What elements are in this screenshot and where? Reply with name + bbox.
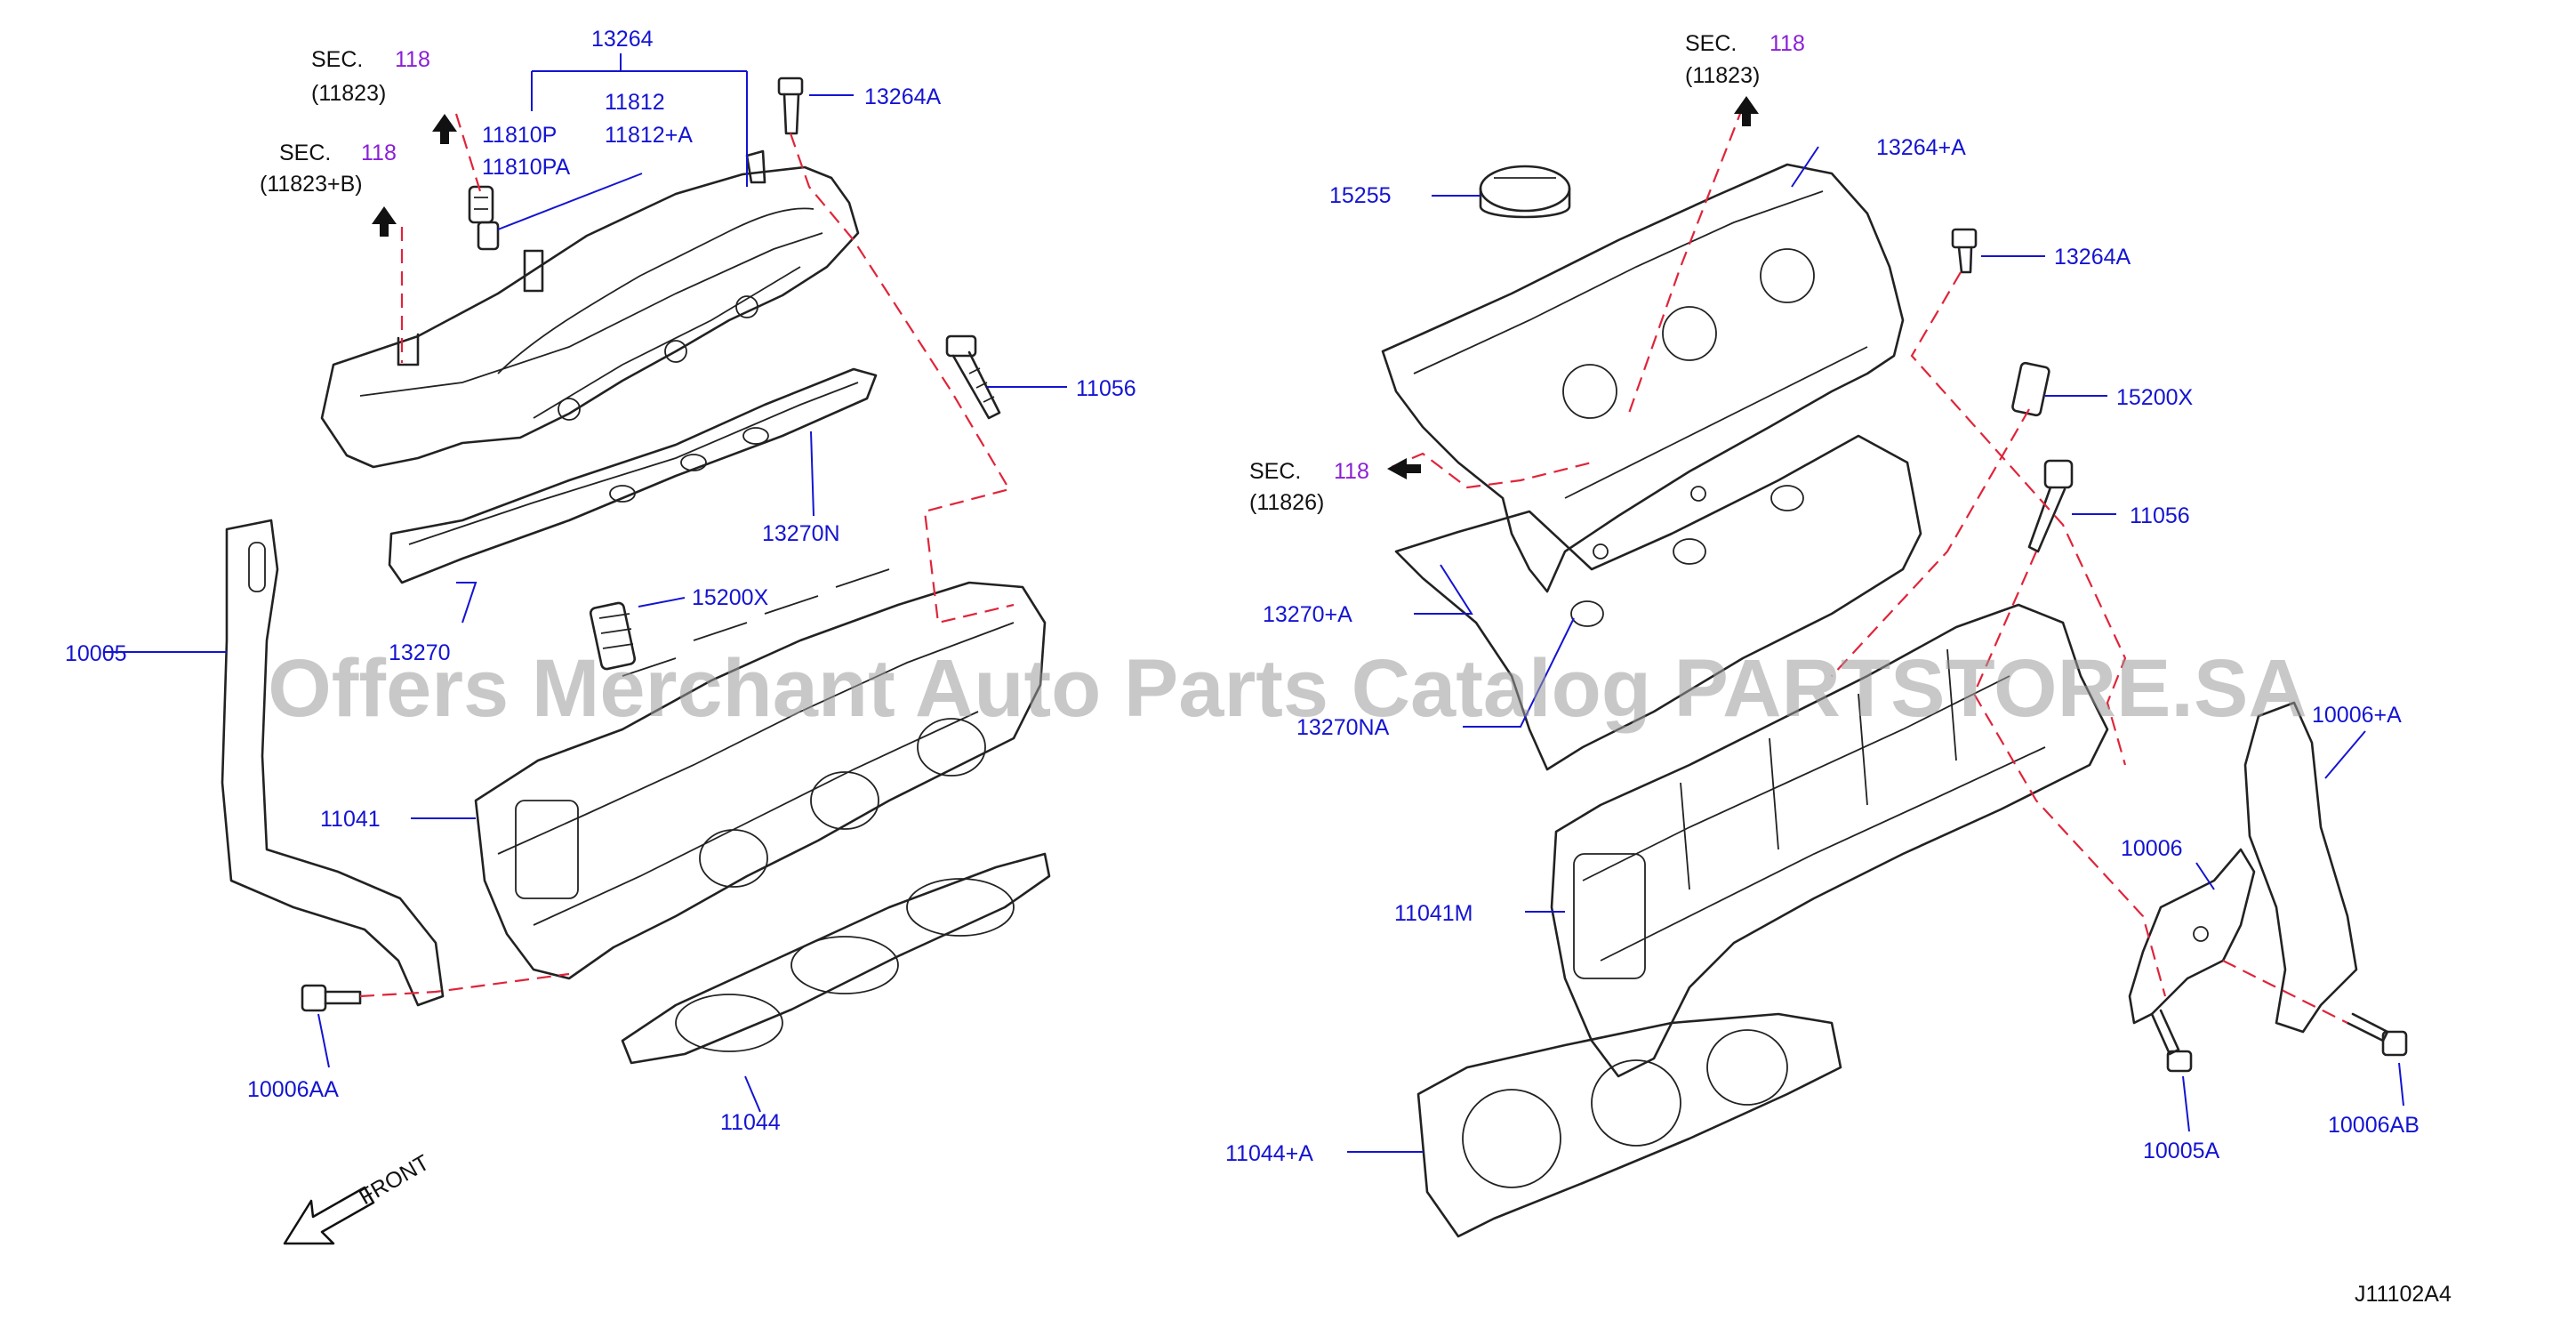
left-bracket-10005[interactable] (221, 519, 445, 1007)
right-head-gasket-11044a[interactable] (1416, 1012, 1842, 1238)
sec-arrow-icon (1734, 96, 1759, 126)
callout-10005a[interactable]: 10005A (2143, 1139, 2220, 1163)
right-bolt-10005a[interactable] (2150, 1009, 2193, 1073)
sec-ref: (11823) (1685, 63, 1760, 88)
callout-11810p[interactable]: 11810P (482, 123, 557, 148)
callout-13264a-right[interactable]: 13264A (2054, 245, 2131, 270)
diagram-code: J11102A4 (2355, 1282, 2452, 1307)
callout-11056[interactable]: 11056 (1076, 376, 1136, 401)
callout-15200x-right[interactable]: 15200X (2116, 385, 2194, 410)
left-bolt-10006aa[interactable] (301, 984, 362, 1012)
callout-11812[interactable]: 11812 (605, 90, 665, 115)
right-filter-15200x[interactable] (2011, 361, 2050, 417)
right-bolt-11056[interactable] (2027, 459, 2074, 553)
watermark: Offers Merchant Auto Parts Catalog PARTS… (268, 643, 2307, 734)
sec-arrow-icon (1387, 458, 1421, 479)
left-rocker-cover[interactable] (320, 149, 860, 469)
sec-prefix: SEC. (311, 47, 363, 72)
assembly-dash-lines (359, 106, 2348, 1024)
right-gasket-13270a[interactable] (1394, 434, 1922, 771)
left-cylinder-head-11041[interactable] (474, 568, 1047, 980)
right-rocker-cover[interactable] (1381, 163, 1905, 593)
callout-13264[interactable]: 13264 (591, 27, 654, 52)
sec-prefix: SEC. (1249, 459, 1301, 484)
callout-11041[interactable]: 11041 (320, 807, 381, 832)
right-bracket-10006[interactable] (2128, 848, 2256, 1025)
left-bolt-13264a[interactable] (777, 76, 804, 135)
left-gasket-13270n[interactable] (388, 367, 878, 584)
sec-ref-left-b[interactable]: SEC. 118 (11823+B) (260, 141, 397, 197)
callout-10006-a[interactable]: 10006+A (2312, 703, 2402, 728)
left-pcv-valve[interactable] (468, 185, 500, 251)
sec-ref: (11823) (311, 81, 386, 106)
sec-number: 118 (1769, 31, 1805, 56)
callout-13264a[interactable]: 13264A (864, 85, 942, 109)
right-bracket-10006a[interactable] (2243, 701, 2358, 1034)
sec-prefix: SEC. (1685, 31, 1737, 56)
callout-11810pa[interactable]: 11810PA (482, 155, 570, 180)
callout-15255[interactable]: 15255 (1329, 183, 1392, 208)
right-bolt-10006ab[interactable] (2346, 1012, 2408, 1057)
sec-ref-right-top[interactable]: SEC. 118 (11823) (1685, 31, 1805, 88)
callout-10006aa[interactable]: 10006AA (247, 1077, 339, 1102)
front-label: FRONT (355, 1150, 434, 1210)
callout-13270-a[interactable]: 13270+A (1263, 602, 1352, 627)
sec-number: 118 (361, 141, 397, 165)
sec-ref: (11826) (1249, 490, 1324, 515)
callout-13270na[interactable]: 13270NA (1296, 715, 1390, 740)
sec-ref: (11823+B) (260, 172, 363, 197)
callout-13270[interactable]: 13270 (389, 640, 451, 665)
callout-10005[interactable]: 10005 (65, 641, 127, 666)
front-arrow-icon (283, 1186, 375, 1245)
callout-13270n[interactable]: 13270N (762, 521, 840, 546)
sec-prefix: SEC. (279, 141, 331, 165)
callout-11041m[interactable]: 11041M (1394, 901, 1473, 926)
sec-number: 118 (1334, 459, 1369, 484)
callout-15200x[interactable]: 15200X (692, 585, 769, 610)
right-bolt-13264a[interactable] (1951, 228, 1978, 274)
left-bolt-11056[interactable] (945, 334, 1001, 420)
callout-10006[interactable]: 10006 (2121, 836, 2183, 861)
left-head-gasket-11044[interactable] (621, 852, 1051, 1065)
leader-lines (103, 53, 2404, 1153)
left-filter-15200x[interactable] (589, 601, 637, 671)
callout-10006ab[interactable]: 10006AB (2328, 1113, 2420, 1138)
callout-11044-a[interactable]: 11044+A (1225, 1141, 1313, 1166)
sec-arrow-icon (372, 206, 397, 237)
callout-11044[interactable]: 11044 (720, 1110, 781, 1135)
sec-number: 118 (395, 47, 430, 72)
callout-13264-a[interactable]: 13264+A (1876, 135, 1966, 160)
right-oil-filler-cap-15255[interactable] (1479, 165, 1571, 219)
sec-ref-left-top[interactable]: SEC. 118 (11823) (311, 47, 430, 106)
sec-ref-right-mid[interactable]: SEC. 118 (11826) (1249, 459, 1369, 515)
callout-11056-right[interactable]: 11056 (2130, 503, 2190, 528)
sec-arrow-icon (432, 114, 457, 144)
right-cylinder-head-11041m[interactable] (1550, 603, 2109, 1078)
callout-11812-a[interactable]: 11812+A (605, 123, 693, 148)
